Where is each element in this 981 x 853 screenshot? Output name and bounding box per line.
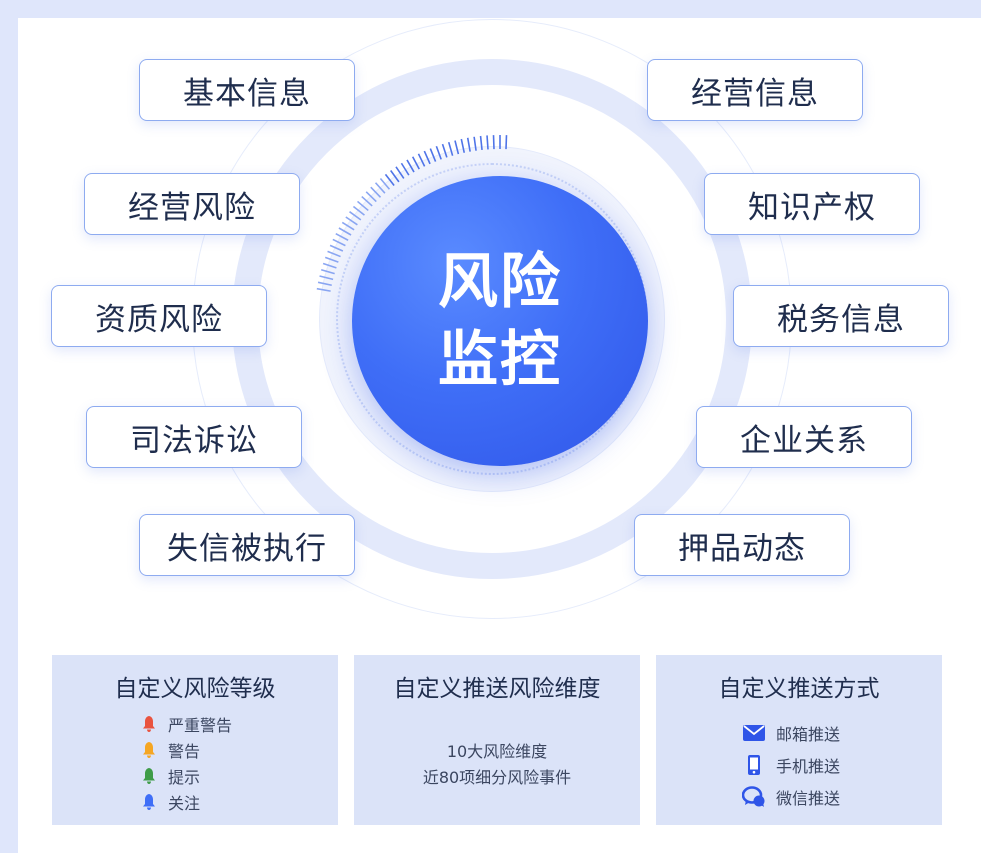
level-severe: 严重警告 bbox=[142, 712, 232, 736]
tag-operating-risk[interactable]: 经营风险 bbox=[84, 173, 300, 235]
push-phone[interactable]: 手机推送 bbox=[742, 753, 840, 777]
tag-enterprise-relations[interactable]: 企业关系 bbox=[696, 406, 912, 468]
risk-dimension-title: 自定义推送风险维度 bbox=[393, 676, 601, 702]
event-count: 近80项细分风险事件 bbox=[422, 768, 572, 787]
wechat-icon bbox=[742, 786, 765, 807]
level-label: 关注 bbox=[168, 794, 201, 813]
tag-tax-info[interactable]: 税务信息 bbox=[733, 285, 949, 347]
core-line-1: 风险 bbox=[438, 247, 562, 317]
risk-level-panel: 自定义风险等级 严重警告 警告 提示 关注 bbox=[52, 655, 338, 825]
tag-operating-info[interactable]: 经营信息 bbox=[647, 59, 863, 121]
risk-dimension-panel: 自定义推送风险维度 10大风险维度 近80项细分风险事件 bbox=[354, 655, 640, 825]
push-method-panel: 自定义推送方式 邮箱推送 手机推送 微信推送 bbox=[656, 655, 942, 825]
level-label: 提示 bbox=[168, 768, 201, 787]
push-method-title: 自定义推送方式 bbox=[718, 676, 880, 702]
level-label: 严重警告 bbox=[168, 716, 233, 735]
mail-icon bbox=[743, 725, 765, 741]
push-label: 微信推送 bbox=[776, 789, 841, 808]
bell-icon bbox=[143, 794, 155, 810]
core-line-2: 监控 bbox=[438, 325, 562, 395]
push-wechat[interactable]: 微信推送 bbox=[742, 785, 840, 809]
push-label: 邮箱推送 bbox=[776, 725, 841, 744]
push-email[interactable]: 邮箱推送 bbox=[742, 721, 840, 745]
tag-basic-info[interactable]: 基本信息 bbox=[139, 59, 355, 121]
level-attention: 关注 bbox=[142, 790, 200, 814]
dimension-count: 10大风险维度 bbox=[446, 742, 548, 761]
risk-monitor-core: 风险 监控 bbox=[352, 176, 648, 466]
bell-icon bbox=[143, 768, 155, 784]
tag-judicial-litigation[interactable]: 司法诉讼 bbox=[86, 406, 302, 468]
tag-collateral-dynamics[interactable]: 押品动态 bbox=[634, 514, 850, 576]
level-warning: 警告 bbox=[142, 738, 200, 762]
bell-icon bbox=[143, 716, 155, 732]
tag-intellectual-property[interactable]: 知识产权 bbox=[704, 173, 920, 235]
push-label: 手机推送 bbox=[776, 757, 841, 776]
level-notice: 提示 bbox=[142, 764, 200, 788]
phone-icon bbox=[748, 755, 760, 775]
bell-icon bbox=[143, 742, 155, 758]
tag-dishonest-execution[interactable]: 失信被执行 bbox=[139, 514, 355, 576]
level-label: 警告 bbox=[168, 742, 201, 761]
tag-qualification-risk[interactable]: 资质风险 bbox=[51, 285, 267, 347]
risk-level-title: 自定义风险等级 bbox=[114, 676, 276, 702]
